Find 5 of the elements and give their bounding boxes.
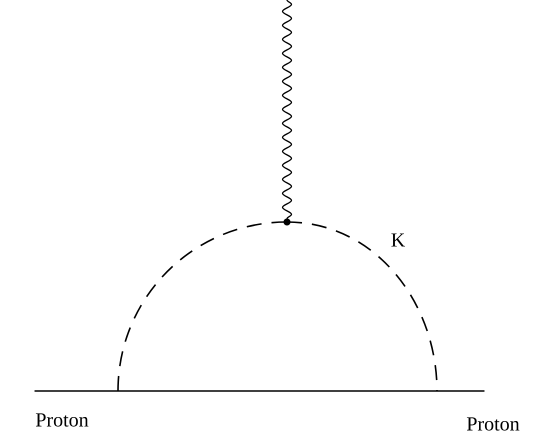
proton-line [34,390,484,392]
vertex-dot [284,218,290,226]
particle-label: Proton [466,417,520,431]
particle-label: Proton [36,413,88,427]
edge-label: K [391,233,406,247]
